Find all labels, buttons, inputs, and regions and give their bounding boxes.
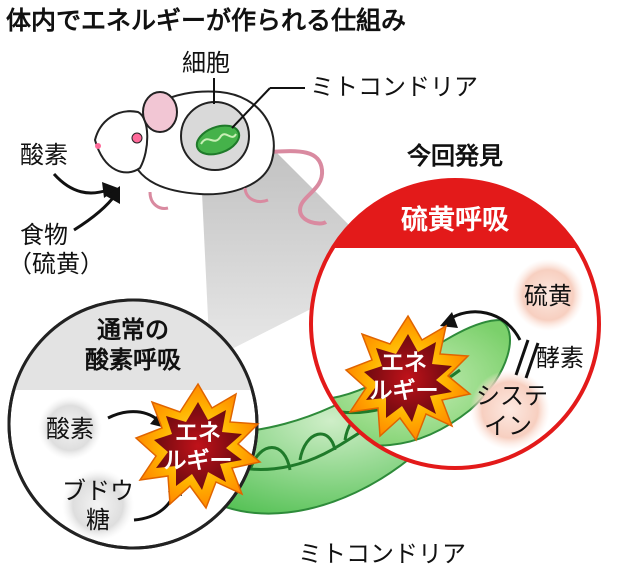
normal-input-glucose-line2: 糖: [86, 506, 110, 534]
normal-heading-line1: 通常の: [97, 316, 169, 344]
food-label-line2: （硫黄）: [8, 250, 104, 278]
title: 体内でエネルギーが作られる仕組み: [6, 6, 406, 35]
energy-left-line1: エネ: [175, 420, 221, 446]
energy-left-line2: ルギー: [164, 448, 233, 474]
enzyme-label: 酵素: [536, 344, 584, 372]
food-label-line1: 食物: [20, 221, 68, 249]
discovery-label: 今回発見: [407, 142, 503, 170]
cysteine-line1: システ: [476, 382, 548, 410]
cell-illustration: [180, 101, 250, 171]
sulfur-heading: 硫黄呼吸: [401, 204, 509, 236]
arrowhead-oxygen-in: [102, 182, 118, 198]
mito-leader-line-b: [231, 87, 271, 129]
cell-label: 細胞: [182, 49, 230, 77]
enzyme-mark-b: [524, 342, 540, 379]
arrow-food-in: [73, 193, 118, 232]
oxygen-input-label: 酸素: [20, 141, 68, 169]
arrowhead-food-in: [106, 186, 120, 204]
normal-heading-line2: 酸素呼吸: [85, 346, 181, 374]
energy-right-line1: エネ: [381, 350, 427, 376]
enzyme-mark-a: [514, 339, 530, 376]
oxygen-bubble: [38, 396, 102, 460]
glucose-bubble: [62, 469, 134, 541]
energy-burst-right: [344, 314, 472, 442]
normal-input-glucose-line1: ブドウ: [62, 477, 134, 505]
arrowhead-sulfur: [440, 312, 458, 328]
energy-right-line2: ルギー: [370, 378, 439, 404]
cysteine-line2: イン: [484, 412, 532, 440]
mitochondria-bottom-label: ミトコンドリア: [298, 540, 466, 568]
mitochondria-top-label: ミトコンドリア: [310, 73, 478, 101]
cysteine-bubble: [470, 370, 550, 450]
energy-burst-left: [134, 382, 262, 510]
normal-respiration-panel: 通常の 酸素呼吸 酸素 ブドウ 糖: [7, 298, 259, 550]
sulfur-label: 硫黄: [524, 282, 572, 310]
arrow-oxygen-in: [52, 172, 109, 195]
normal-input-oxygen: 酸素: [46, 415, 94, 443]
sulfur-bubble: [512, 259, 584, 331]
arrow-sulfur-to-energy: [447, 310, 522, 341]
